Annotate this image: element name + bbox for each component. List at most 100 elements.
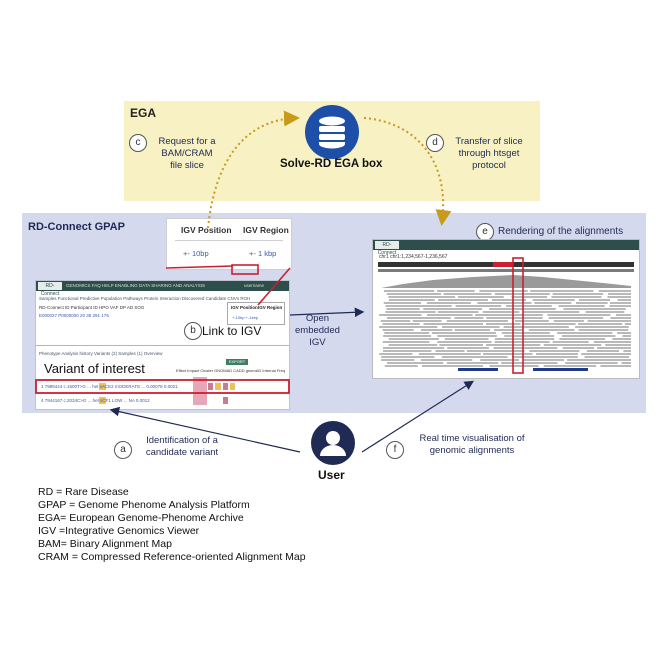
user-icon [311,421,355,465]
igv-mini-table: IGV Position IGV Region +-10bp +-1kbp [227,302,285,325]
read [522,323,576,325]
read [423,323,484,325]
coverage-track [381,275,631,288]
read [597,347,631,349]
read [386,362,444,364]
read [437,341,492,343]
read [446,320,508,322]
read [412,320,442,322]
read [523,359,565,361]
read [420,359,473,361]
read [447,347,489,349]
badge-b: b [184,322,202,340]
legend-item: CRAM = Compressed Reference-oriented Ali… [38,551,306,563]
read [486,317,543,319]
read [609,305,631,307]
read [551,296,602,298]
read [553,320,584,322]
identification-arrow [109,406,301,453]
read [552,341,589,343]
rendering-label: Rendering of the alignments [498,226,624,237]
read [421,329,453,331]
igv-topbar [373,240,639,250]
gpap-topbar [36,281,289,291]
read [388,299,435,301]
legend-item: IGV =Integrative Genomics Viewer [38,525,200,537]
request-line-2: BAM/CRAM [161,148,213,159]
read [379,314,422,316]
open-line-3: IGV [309,337,326,348]
visualisation-arrow [361,380,475,453]
read [486,323,521,325]
read [622,335,631,337]
transfer-slice-text: Transfer of slice through htsget protoco… [443,136,535,172]
gene-feature [458,368,498,371]
read [581,353,631,355]
read [444,338,489,340]
read [457,296,504,298]
igv-position-link[interactable]: +- 10bp [183,249,209,258]
read [382,341,430,343]
read [617,299,631,301]
read [536,353,578,355]
read [609,302,631,304]
read [612,338,631,340]
read [608,293,631,295]
igv-mini-values[interactable]: +-10bp +-1kbp [232,315,259,320]
read [385,305,452,307]
zoom-line-right [257,267,291,306]
read [624,323,631,325]
read [607,296,631,298]
igv-options-popup: IGV Position IGV Region +- 10bp +- 1 kbp [166,218,292,270]
igv-position-header: IGV Position [181,225,232,235]
read [563,308,626,310]
transfer-line-3: protocol [472,160,506,171]
read [380,320,411,322]
read [435,350,465,352]
igv-link-highlight [231,264,259,275]
score-cell [230,383,235,390]
read [567,359,631,361]
read [483,353,533,355]
read [623,350,631,352]
read [382,329,414,331]
ega-box-label: Solve-RD EGA box [280,158,383,170]
ruler-track [378,269,634,272]
read [383,335,432,337]
read [386,293,442,295]
igv-alignment-view [378,257,634,374]
score-cell [208,383,213,390]
read [562,347,595,349]
transfer-line-1: Transfer of slice [455,136,523,147]
read [543,365,597,367]
legend-item: BAM= Binary Alignment Map [38,538,172,550]
genotype-cell [99,383,106,390]
read [501,362,558,364]
open-embedded-igv-text: Open embedded IGV [295,313,340,349]
read [439,344,483,346]
read [610,317,631,319]
read [534,302,572,304]
read [418,353,481,355]
read [454,329,491,331]
ideogram-marker [493,262,513,267]
variant-position-highlight [512,257,524,374]
read [423,308,482,310]
read [446,362,499,364]
export-button[interactable]: EXPORT [226,359,248,365]
badge-d: d [426,134,444,152]
variant-row[interactable]: 4 7944167 c.2034C>G ... het sCF1 LOW ...… [41,398,150,403]
variant-row[interactable]: 1 7989444 c.1500T>G ... het sACE2 mODERA… [41,384,178,389]
read [585,311,625,313]
request-arrow [207,110,300,229]
legend-item: EGA= European Genome-Phenome Archive [38,512,244,524]
request-line-3: file slice [170,160,204,171]
cluster-cell [193,377,207,405]
read [593,341,631,343]
read [576,302,608,304]
read [557,332,613,334]
igv-region-link[interactable]: +- 1 kbp [249,249,277,258]
read [441,356,508,358]
